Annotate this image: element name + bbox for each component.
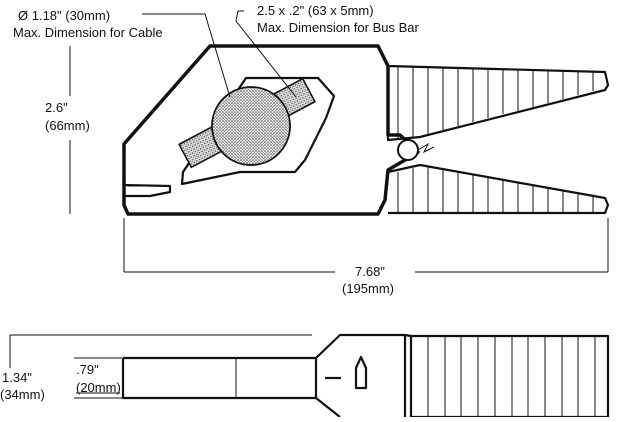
cable-size-label: Ø 1.18" (30mm) xyxy=(18,8,110,23)
jaw-tip xyxy=(123,183,172,198)
busbar-size-label: 2.5 x .2" (63 x 5mm) xyxy=(257,3,374,18)
lower-handle xyxy=(387,163,610,215)
upper-handle-ribs xyxy=(397,67,594,138)
jaw-thickness-mm-label: (20mm) xyxy=(76,380,121,395)
upper-handle xyxy=(386,64,610,142)
dimension-labels: Ø 1.18" (30mm) Max. Dimension for Cable … xyxy=(0,3,420,402)
lower-handle-ribs xyxy=(397,166,594,213)
thickness-mm-label: (34mm) xyxy=(0,387,45,402)
length-in-label: 7.68" xyxy=(355,264,385,279)
thickness-in-label: 1.34" xyxy=(2,370,32,385)
spring-icon xyxy=(417,142,435,154)
key-slot-icon xyxy=(354,355,368,390)
clamp-side-view xyxy=(122,44,610,216)
busbar-caption-label: Max. Dimension for Bus Bar xyxy=(257,20,420,35)
label-leaders xyxy=(142,10,297,98)
cable-caption-label: Max. Dimension for Cable xyxy=(13,25,163,40)
dimension-lines-bottom xyxy=(9,334,312,399)
cable-section xyxy=(211,86,291,166)
top-view-jaw-lower xyxy=(121,358,341,418)
top-view-outline xyxy=(123,333,407,417)
length-mm-label: (195mm) xyxy=(342,281,394,296)
jaw-height-in-label: 2.6" xyxy=(45,100,68,115)
top-view-handle-ribs xyxy=(427,336,596,417)
jaw-height-mm-label: (66mm) xyxy=(45,118,90,133)
clamp-body-outline xyxy=(122,44,420,216)
dimension-lines-top xyxy=(69,46,609,273)
clamp-top-view xyxy=(121,333,610,419)
jaw-opening xyxy=(180,76,336,186)
jaw-thickness-in-label: .79" xyxy=(76,362,99,377)
pivot-pin-icon xyxy=(397,139,419,161)
